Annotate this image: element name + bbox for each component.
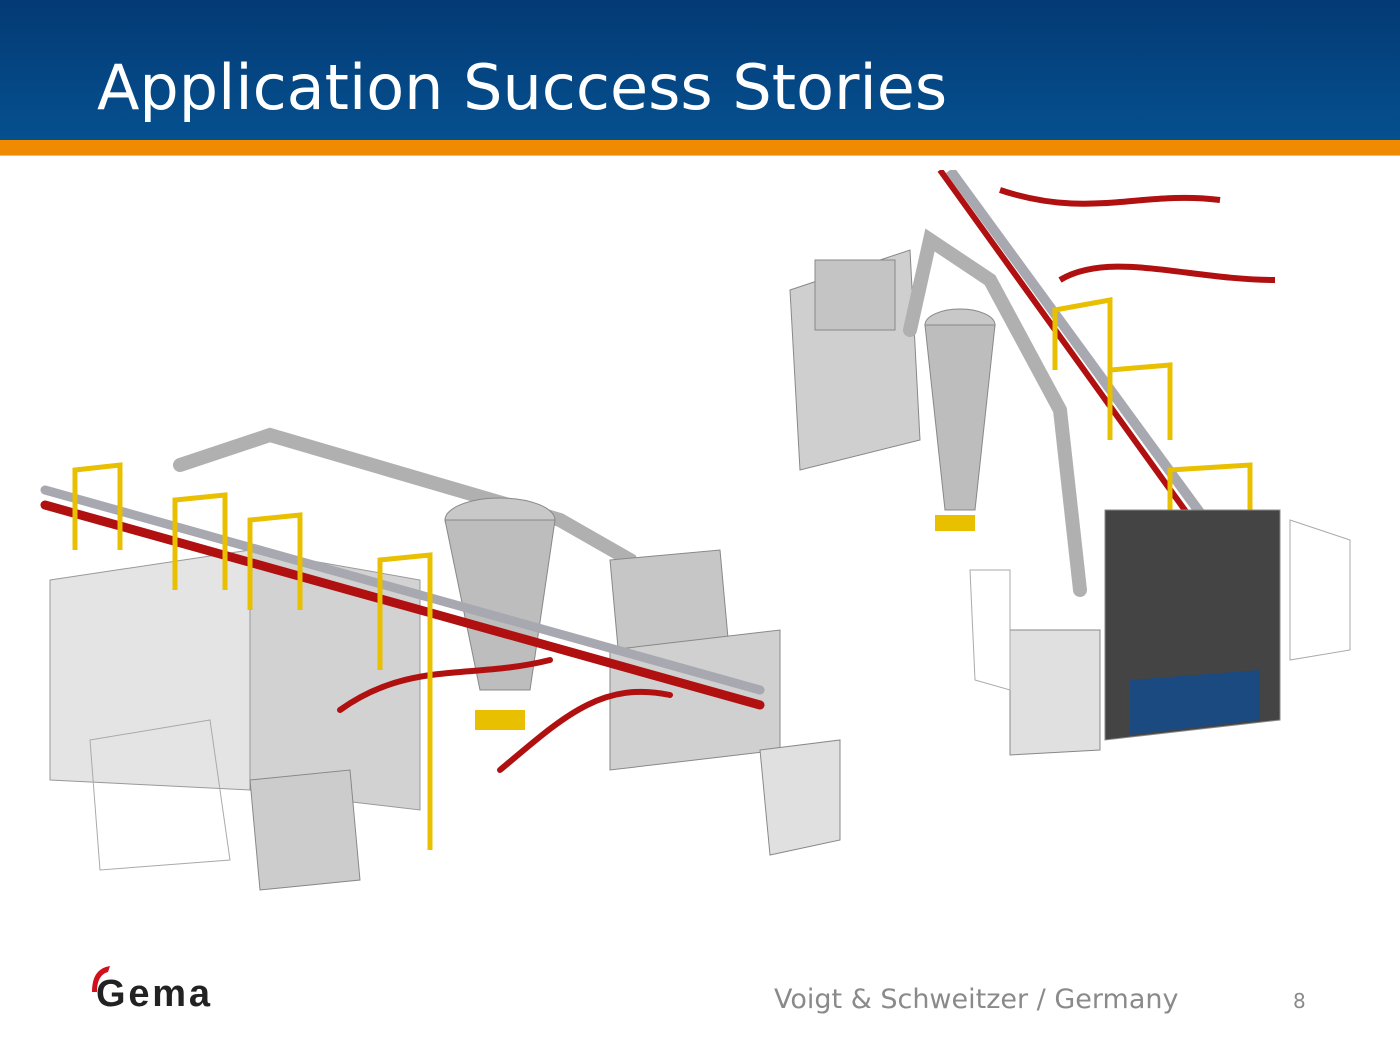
gema-logo: Gema: [92, 966, 211, 1012]
slide-title: Application Success Stories: [97, 51, 948, 124]
powder-coating-plant-render-right: [789, 170, 1351, 756]
filter-unit: [789, 249, 921, 471]
slide-header: Application Success Stories: [0, 0, 1400, 140]
powder-coating-plant-render-left: [40, 427, 841, 891]
footer-caption: Voigt & Schweitzer / Germany: [774, 984, 1179, 1015]
yellow-frames: [72, 462, 433, 850]
page-number: 8: [1293, 989, 1306, 1013]
booth: [49, 549, 421, 891]
yellow-frames: [1052, 297, 1253, 520]
rails: [40, 485, 765, 773]
booth: [969, 509, 1351, 756]
ducting: [903, 228, 1087, 597]
orange-accent-stripe: [0, 140, 1400, 156]
filter-unit: [609, 549, 841, 856]
svg-text:Gema: Gema: [96, 973, 211, 1012]
cyclone: [924, 308, 996, 531]
cyclone: [444, 497, 556, 730]
rails: [937, 170, 1276, 547]
